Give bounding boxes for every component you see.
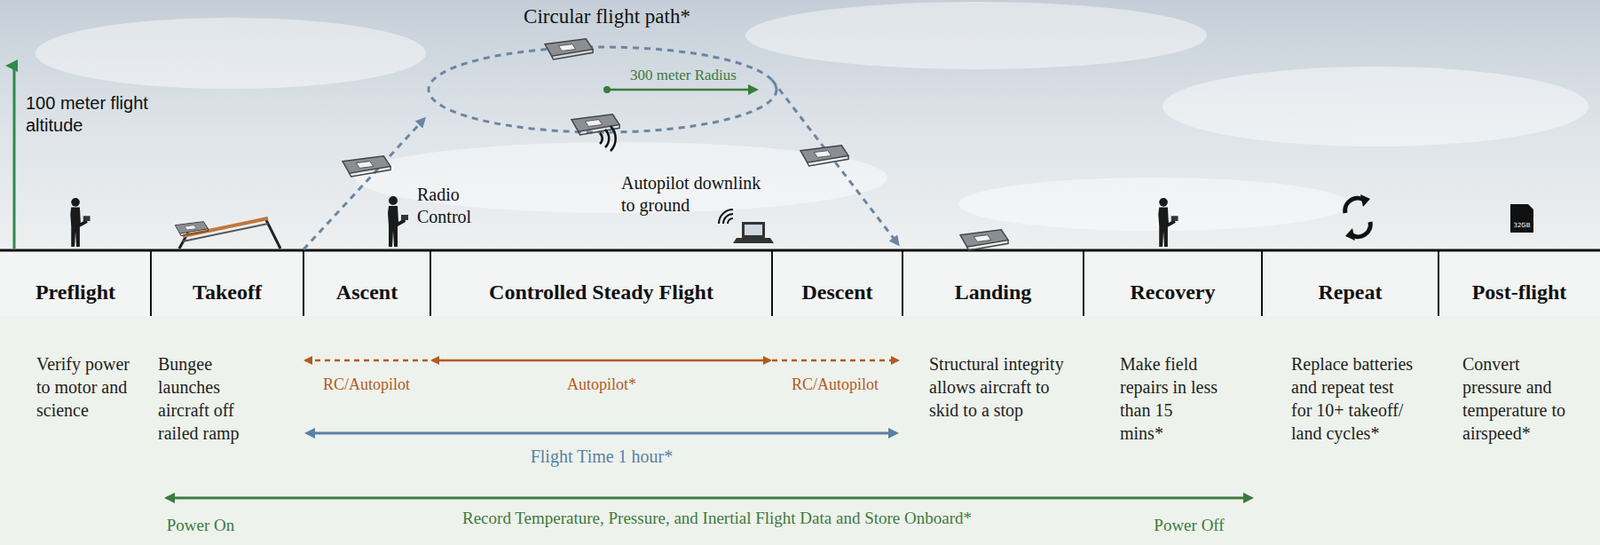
- operator: [70, 197, 90, 247]
- control-mode-label: RC/Autopilot: [323, 374, 410, 395]
- rc-label: Radio Control: [417, 183, 502, 229]
- phase-column: Post-flightConvert pressure and temperat…: [1438, 250, 1600, 445]
- aircraft: [544, 39, 593, 60]
- repeat-head: [1345, 228, 1356, 241]
- phase-column: RepeatReplace batteries and repeat test …: [1261, 250, 1439, 445]
- ground-line: [0, 249, 1600, 253]
- phase-column: TakeoffBungee launches aircraft off rail…: [150, 250, 304, 445]
- control-mode-label: RC/Autopilot: [791, 374, 879, 395]
- phase-heading: Takeoff: [150, 276, 304, 308]
- autopilot-range-arrow: [432, 359, 771, 363]
- aircraft: [342, 156, 391, 177]
- rc-range-arrow: [772, 359, 899, 363]
- repeat-icon: [1345, 197, 1372, 237]
- phase-heading: Controlled Steady Flight: [430, 276, 773, 308]
- aircraft: [960, 229, 1009, 251]
- flight-time-label: Flight Time 1 hour*: [530, 445, 674, 468]
- sd-card: [1510, 204, 1534, 233]
- phase-description: Convert pressure and temperature to airs…: [1462, 352, 1578, 445]
- phase-description: Verify power to motor and science: [36, 352, 130, 422]
- laptop: [718, 209, 774, 244]
- clouds: [35, 1, 1589, 231]
- phase-description: Structural integrity allows aircraft to …: [929, 352, 1072, 422]
- downlink-label: Autopilot downlink to ground: [621, 172, 777, 217]
- aircraft: [571, 114, 620, 135]
- phase-heading: Post-flight: [1438, 276, 1600, 308]
- flight-path: [303, 47, 899, 250]
- power-label: Power Off: [1153, 514, 1224, 536]
- radius-center: [603, 86, 611, 94]
- phase-column: PreflightVerify power to motor and scien…: [0, 250, 151, 422]
- repair-crew: [1158, 197, 1178, 247]
- phase-column: Ascent: [303, 250, 431, 316]
- control-mode-label: Autopilot*: [567, 374, 637, 395]
- column-separators: [150, 250, 1439, 316]
- phase-heading: Preflight: [0, 276, 151, 308]
- record-label: Record Temperature, Pressure, and Inerti…: [462, 507, 972, 529]
- flight-path-label: Circular flight path*: [523, 3, 691, 30]
- sd-card-label: 32GB: [1513, 221, 1530, 230]
- altitude-label: 100 meter flight altitude: [25, 92, 159, 137]
- phase-heading: Ascent: [303, 276, 431, 308]
- rc-pilot: [387, 196, 409, 247]
- phase-column: Descent: [772, 250, 903, 316]
- phase-description: Make field repairs in less than 15 mins*: [1119, 352, 1220, 445]
- phase-column: Controlled Steady Flight: [430, 250, 773, 316]
- launch-ramp: [174, 218, 281, 249]
- phase-description: Bungee launches aircraft off railed ramp: [157, 352, 274, 445]
- body-band: [0, 315, 1600, 545]
- aircraft: [800, 145, 849, 166]
- altitude-arrow: [13, 65, 16, 249]
- phase-heading: Repeat: [1261, 276, 1439, 308]
- phase-column: LandingStructural integrity allows aircr…: [902, 250, 1084, 422]
- signal-arcs: [599, 126, 616, 151]
- header-band: [0, 250, 1600, 316]
- phase-column: RecoveryMake field repairs in less than …: [1083, 250, 1262, 445]
- sky-ground: [0, 0, 1600, 251]
- rc-range-arrow: [305, 359, 431, 363]
- phase-heading: Landing: [902, 276, 1084, 308]
- phase-heading: Descent: [772, 276, 903, 308]
- radius-line: [606, 88, 757, 92]
- phase-description: Replace batteries and repeat test for 10…: [1291, 352, 1416, 445]
- flight-time-arrow: [307, 432, 897, 435]
- phase-heading: Recovery: [1083, 276, 1262, 308]
- record-arrow: [166, 496, 1252, 500]
- power-label: Power On: [166, 514, 236, 536]
- repeat-head: [1360, 194, 1371, 207]
- radius-label: 300 meter Radius: [630, 65, 737, 85]
